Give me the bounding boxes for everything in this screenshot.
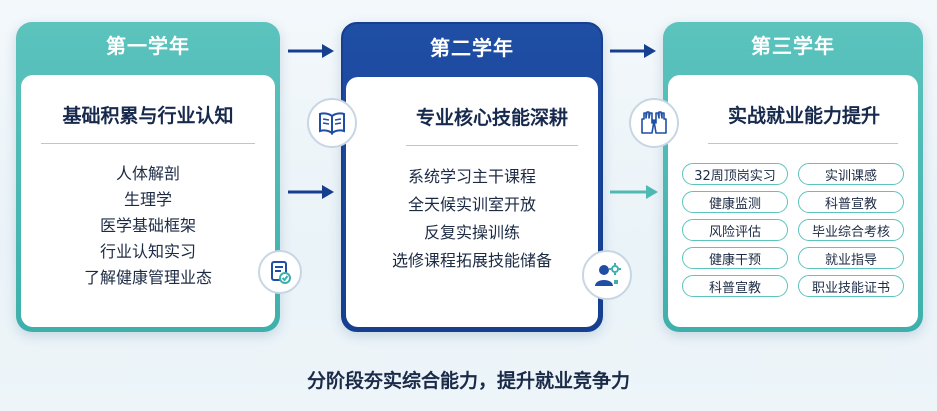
- stage-item-list: 系统学习主干课程 全天候实训室开放 反复实操训练 选修课程拓展技能储备: [346, 163, 598, 275]
- stage-subtitle: 专业核心技能深耕: [415, 107, 568, 129]
- stage-panel: 基础积累与行业认知 人体解剖 生理学 医学基础框架 行业认知实习 了解健康管理业…: [21, 75, 275, 327]
- gloved-hands-icon: [629, 98, 679, 148]
- open-book-icon: [307, 98, 357, 148]
- stage-panel: 专业核心技能深耕 系统学习主干课程 全天候实训室开放 反复实操训练 选修课程拓展…: [346, 77, 598, 327]
- stage-title: 第二学年: [430, 36, 514, 60]
- skill-pill: 32周顶岗实习: [682, 163, 788, 185]
- list-item: 人体解剖: [115, 164, 180, 183]
- list-item: 医学基础框架: [99, 216, 196, 235]
- stage-item-list: 人体解剖 生理学 医学基础框架 行业认知实习 了解健康管理业态: [21, 161, 275, 291]
- divider: [41, 143, 255, 144]
- arrow-mid-2: [610, 185, 658, 199]
- skill-pill: 就业指导: [798, 247, 904, 269]
- skill-pill: 健康干预: [682, 247, 788, 269]
- skill-pill: 科普宣教: [798, 191, 904, 213]
- stage-title: 第一学年: [106, 34, 190, 58]
- divider: [708, 143, 898, 144]
- stage-subtitle: 实战就业能力提升: [727, 105, 880, 127]
- skill-pill: 职业技能证书: [798, 275, 904, 297]
- skill-pill: 健康监测: [682, 191, 788, 213]
- stage-title: 第三学年: [751, 34, 835, 58]
- skill-pill: 毕业综合考核: [798, 219, 904, 241]
- list-item: 全天候实训室开放: [407, 195, 536, 214]
- list-item: 生理学: [123, 190, 172, 209]
- skill-pill: 风险评估: [682, 219, 788, 241]
- list-item: 选修课程拓展技能储备: [391, 251, 552, 270]
- stage-card-year3: 第三学年 实战就业能力提升 32周顶岗实习 实训课感 健康监测 科普宣教 风险评…: [663, 22, 923, 332]
- list-item: 反复实操训练: [423, 223, 520, 242]
- stage-panel: 实战就业能力提升 32周顶岗实习 实训课感 健康监测 科普宣教 风险评估 毕业综…: [668, 75, 918, 327]
- arrow-top-1: [288, 44, 334, 58]
- skill-pill-grid: 32周顶岗实习 实训课感 健康监测 科普宣教 风险评估 毕业综合考核 健康干预 …: [682, 163, 904, 297]
- skill-pill: 实训课感: [798, 163, 904, 185]
- stage-card-year1: 第一学年 基础积累与行业认知 人体解剖 生理学 医学基础框架 行业认知实习 了解…: [16, 22, 280, 332]
- arrow-mid-1: [288, 185, 334, 199]
- arrow-top-2: [610, 44, 656, 58]
- document-check-icon: [258, 250, 302, 294]
- list-item: 了解健康管理业态: [83, 268, 212, 287]
- footer-slogan: 分阶段夯实综合能力，提升就业竞争力: [306, 370, 630, 392]
- divider: [406, 145, 578, 146]
- list-item: 行业认知实习: [99, 242, 196, 261]
- stage-subtitle: 基础积累与行业认知: [62, 105, 234, 127]
- person-gear-icon: [582, 250, 632, 300]
- skill-pill: 科普宣教: [682, 275, 788, 297]
- stage-card-year2: 第二学年 专业核心技能深耕 系统学习主干课程 全天候实训室开放 反复实操训练 选…: [341, 22, 603, 332]
- list-item: 系统学习主干课程: [407, 167, 536, 186]
